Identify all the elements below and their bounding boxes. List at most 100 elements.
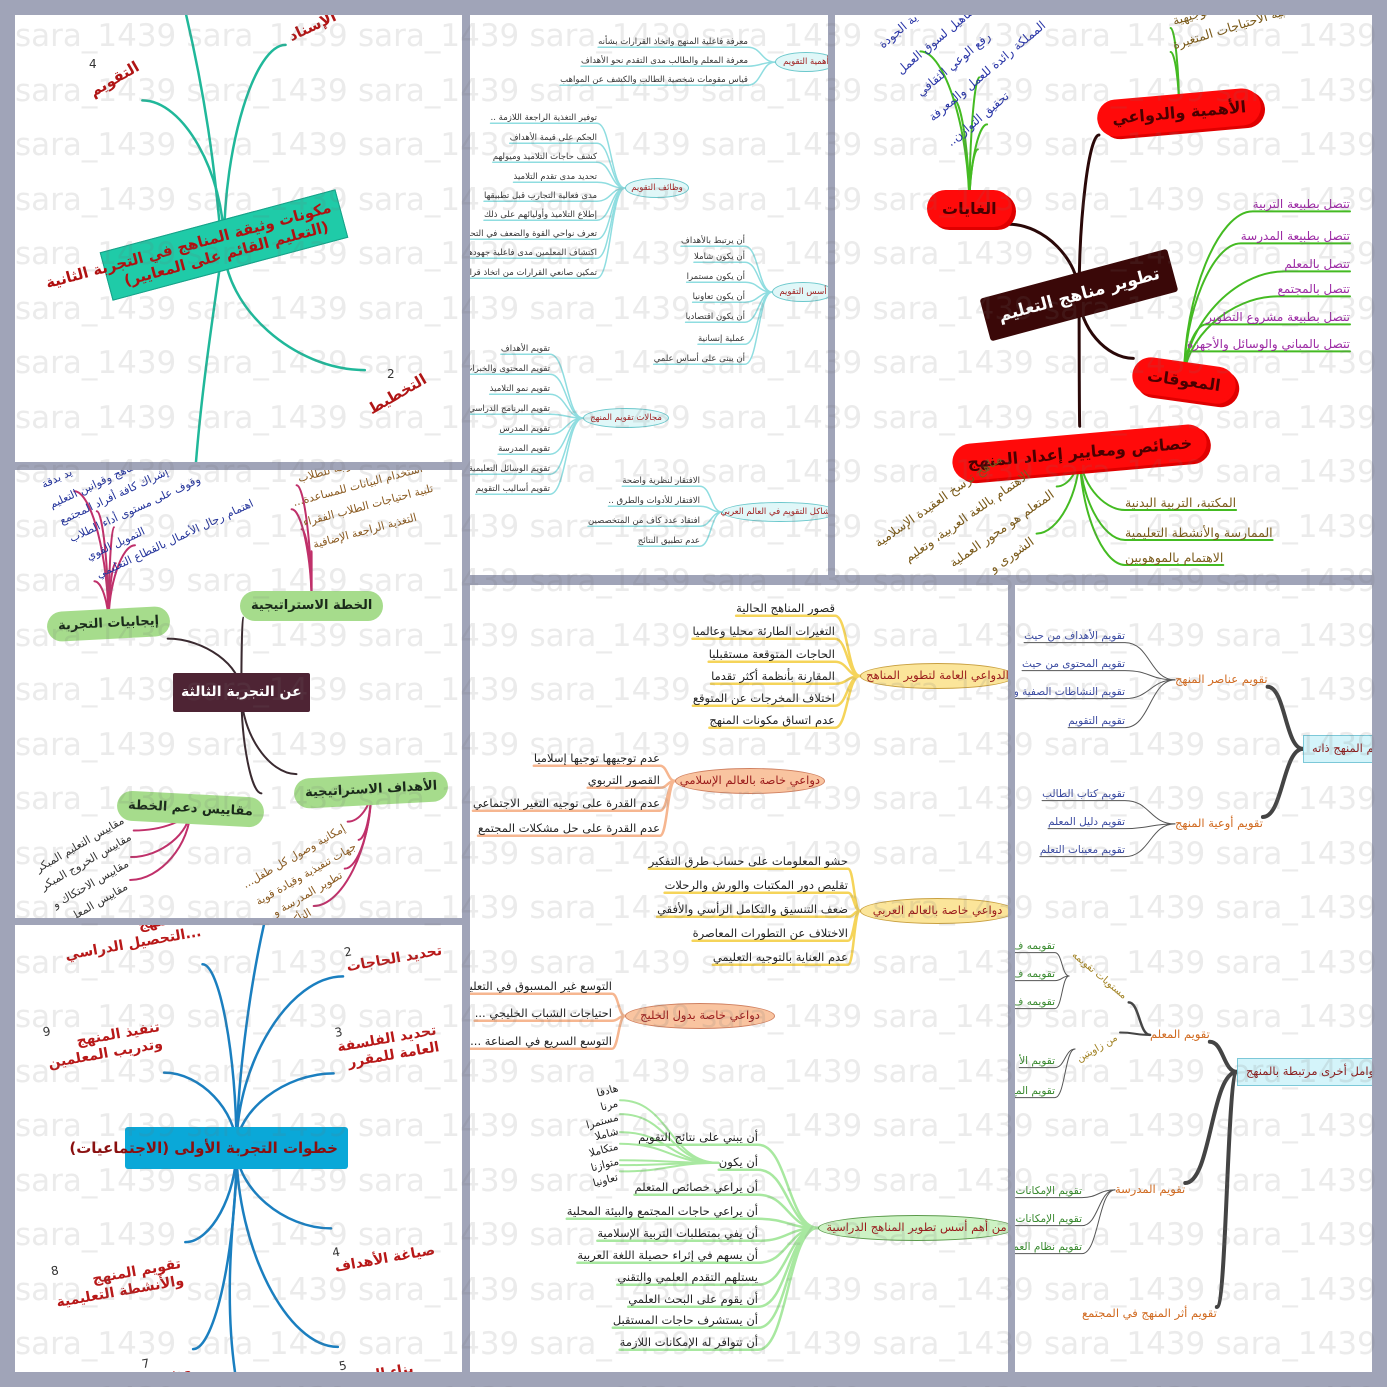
reason-item[interactable]: عدم القدرة على توجيه التغير الاجتماعي bbox=[472, 796, 660, 810]
node-evaluation-functions[interactable]: وظائف التقويم bbox=[625, 178, 689, 199]
reason-item[interactable]: ضعف التنسيق والتكامل الرأسي والأفقي bbox=[657, 902, 848, 916]
foundation-item[interactable]: أن يبنى على أساس علمي bbox=[653, 354, 745, 364]
field-item[interactable]: تقويم المدرس bbox=[499, 424, 550, 434]
foundation-item[interactable]: يستلهم التقدم العلمي والتقني bbox=[617, 1270, 758, 1284]
criteria-item[interactable]: المكتبة، التربية البدنية bbox=[1125, 495, 1237, 510]
node-islamic-world-reasons[interactable]: دواعي خاصة بالعالم الإسلامي bbox=[675, 768, 825, 794]
function-item[interactable]: تمكين صانعي القرارات من اتخاذ قرارات منا… bbox=[470, 268, 597, 278]
central-node[interactable]: خطوات التجربة الأولى (الاجتماعيات) bbox=[69, 1127, 348, 1169]
school-item[interactable]: تقويم الإمكانات bbox=[1015, 1185, 1082, 1197]
reason-item[interactable]: حشو المعلومات على حساب طرق التفكير bbox=[648, 854, 848, 868]
element-item[interactable]: تقويم الأهداف من حيث bbox=[1024, 630, 1125, 642]
node-curriculum-containers[interactable]: تقويم أوعية المنهج bbox=[1175, 816, 1263, 830]
function-item[interactable]: الحكم على قيمة الأهداف bbox=[509, 133, 597, 143]
node-impact-evaluation[interactable]: تقويم أثر المنهج في المجتمع bbox=[1082, 1306, 1217, 1320]
container-item[interactable]: تقويم معينات التعلم bbox=[1039, 844, 1125, 856]
node-curriculum-elements[interactable]: تقويم عناصر المنهج bbox=[1175, 672, 1268, 686]
element-item[interactable]: تقويم المحتوى من حيث bbox=[1022, 658, 1125, 670]
field-item[interactable]: تقويم المدرسة bbox=[498, 444, 550, 454]
node-evaluation-importance[interactable]: أهمية التقويم bbox=[775, 52, 828, 73]
node-general-reasons[interactable]: الدواعي العامة لتطوير المناهج bbox=[860, 663, 1008, 689]
function-item[interactable]: اكتشاف المعلمين مدى فاعلية جهودهم bbox=[470, 248, 597, 258]
obstacle-item[interactable]: تتصل بالمجتمع bbox=[1277, 282, 1350, 296]
reason-item[interactable]: احتياجات الشباب الخليجي ... bbox=[474, 1006, 612, 1020]
reason-item[interactable]: قصور المناهج الحالية bbox=[736, 601, 835, 615]
reason-item[interactable]: تقليص دور المكتبات والورش والرحلات bbox=[664, 878, 848, 892]
node-school-evaluation[interactable]: تقويم المدرسة bbox=[1115, 1182, 1186, 1196]
reason-item[interactable]: التوسع السريع في الصناعة ... bbox=[470, 1034, 612, 1048]
foundation-item[interactable]: أن يكون تعاونيا bbox=[692, 292, 745, 302]
foundation-item[interactable]: أن تتوافر له الإمكانات اللازمة bbox=[619, 1335, 758, 1349]
angle-item[interactable]: تقويم الأ bbox=[1019, 1055, 1055, 1067]
obstacle-item[interactable]: تتصل بالمعلم bbox=[1284, 257, 1350, 271]
field-item[interactable]: تقويم الوسائل التعليمية bbox=[470, 464, 550, 474]
obstacle-item[interactable]: تتصل بطبيعة المدرسة bbox=[1240, 229, 1350, 243]
foundation-item[interactable]: أن يكون اقتصاديا bbox=[685, 312, 745, 322]
function-item[interactable]: توفير التغذية الراجعة اللازمة .. bbox=[490, 113, 597, 123]
node-evaluation-fields[interactable]: مجالات تقويم المنهج bbox=[583, 408, 669, 429]
node-other-factors[interactable]: عوامل أخرى مرتبطة بالمنهج bbox=[1237, 1058, 1372, 1086]
reason-item[interactable]: الاختلاف عن التطورات المعاصرة bbox=[692, 926, 848, 940]
field-item[interactable]: تقويم المحتوى والخبرات bbox=[470, 364, 550, 374]
problem-item[interactable]: الافتقار لنظرية واضحة bbox=[622, 476, 700, 486]
problem-item[interactable]: الافتقار للأدوات والطرق .. bbox=[608, 496, 700, 506]
foundation-item[interactable]: أن يكون شاملا bbox=[693, 252, 745, 262]
node-gulf-reasons[interactable]: دواعي خاصة بدول الخليج bbox=[625, 1003, 775, 1029]
obstacle-item[interactable]: تتصل بالمباني والوسائل والأجهزة bbox=[1186, 337, 1350, 351]
obstacle-item[interactable]: تتصل بطبيعة التربية bbox=[1252, 197, 1350, 211]
field-item[interactable]: تقويم أساليب التقويم bbox=[475, 484, 550, 494]
function-item[interactable]: كشف حاجات التلاميذ وميولهم bbox=[492, 152, 597, 162]
criteria-item[interactable]: الممارسة والأنشطة التعليمية bbox=[1125, 525, 1273, 540]
foundation-item[interactable]: أن يفي بمتطلبات التربية الإسلامية bbox=[597, 1226, 758, 1240]
reason-item[interactable]: اختلاف المخرجات عن المتوقع bbox=[692, 691, 835, 705]
node-goals[interactable]: الغايات bbox=[930, 193, 1009, 225]
foundation-item[interactable]: أن يرتبط بالأهداف bbox=[681, 236, 745, 246]
reason-item[interactable]: القصور التربوي bbox=[587, 773, 660, 787]
angle-item[interactable]: تقويم المع bbox=[1015, 1085, 1055, 1097]
foundation-item[interactable]: أن يكون مستمرا bbox=[686, 272, 745, 282]
field-item[interactable]: تقويم نمو التلاميذ bbox=[489, 384, 550, 394]
node-arab-world-reasons[interactable]: دواعي خاصة بالعالم العربي bbox=[860, 898, 1008, 924]
reason-item[interactable]: عدم القدرة على حل مشكلات المجتمع bbox=[478, 821, 660, 835]
foundation-item[interactable]: أن يراعي حاجات المجتمع والبيئة المحلية bbox=[566, 1204, 758, 1218]
element-item[interactable]: تقويم التقويم bbox=[1068, 715, 1125, 727]
node-evaluation-problems[interactable]: مشاكل التقويم في العالم العربي bbox=[721, 502, 828, 523]
reason-item[interactable]: التغيرات الطارئة محليا وعالميا bbox=[692, 624, 836, 638]
problem-item[interactable]: عدم تطبيق النتائج bbox=[637, 536, 700, 546]
obstacle-item[interactable]: تتصل بطبيعة مشروع التطوير bbox=[1206, 310, 1350, 324]
function-item[interactable]: تعرف نواحي القوة والضعف في التحصيل bbox=[470, 229, 597, 239]
foundation-item[interactable]: أن يستشرف حاجات المستقبل bbox=[612, 1313, 758, 1327]
foundation-item[interactable]: عملية إنسانية bbox=[697, 334, 745, 344]
reason-item[interactable]: عدم توجيهها توجيها إسلاميا bbox=[533, 751, 660, 765]
reason-item[interactable]: عدم العناية بالتوجيه التعليمي bbox=[712, 950, 848, 964]
reason-item[interactable]: التوسع غير المسبوق في التعليم bbox=[470, 979, 612, 993]
node-curriculum-itself[interactable]: تقويم المنهج ذاته bbox=[1303, 735, 1372, 763]
container-item[interactable]: تقويم دليل المعلم bbox=[1048, 816, 1125, 828]
node-teacher-evaluation[interactable]: تقويم المعلم bbox=[1150, 1027, 1210, 1041]
function-item[interactable]: مدى فعالية التجارب قبل تطبيقها bbox=[484, 191, 597, 201]
foundation-item[interactable]: أن يكون bbox=[718, 1155, 758, 1169]
school-item[interactable]: تقويم الإمكانات bbox=[1015, 1213, 1082, 1225]
reason-item[interactable]: المقارنة بأنظمة أكثر تقدما bbox=[711, 669, 835, 683]
field-item[interactable]: تقويم الأهداف bbox=[500, 344, 550, 354]
importance-item[interactable]: قياس مقومات شخصية الطالب والكشف عن الموا… bbox=[560, 75, 748, 85]
foundation-item[interactable]: أن يبني على نتائج التقويم bbox=[638, 1130, 758, 1144]
reason-item[interactable]: عدم اتساق مكونات المنهج bbox=[709, 713, 835, 727]
node-development-foundations[interactable]: من أهم أسس تطوير المناهج الدراسية bbox=[818, 1215, 1008, 1241]
foundation-item[interactable]: أن يقوم على البحث العلمي bbox=[628, 1292, 758, 1306]
central-node[interactable]: عن التجربة الثالثة bbox=[173, 673, 310, 712]
reason-item[interactable]: الحاجات المتوقعة مستقبليا bbox=[708, 647, 835, 661]
function-item[interactable]: تحديد مدى تقدم التلاميذ bbox=[513, 172, 597, 182]
field-item[interactable]: تقويم البرنامج الدراسي bbox=[470, 404, 550, 414]
criteria-item[interactable]: الاهتمام بالموهوبين bbox=[1125, 550, 1224, 565]
foundation-item[interactable]: أن يراعي خصائص المتعلم bbox=[634, 1180, 759, 1194]
node-strategic-plan[interactable]: الخطة الاستراتيجية bbox=[243, 594, 381, 618]
node-evaluation-foundations[interactable]: أسس التقويم bbox=[772, 282, 828, 303]
level-item[interactable]: تقويمه ف bbox=[1015, 940, 1055, 952]
level-item[interactable]: تقويمه ف bbox=[1015, 996, 1055, 1008]
function-item[interactable]: إطلاع التلاميذ وأوليائهم على ذلك bbox=[483, 210, 597, 220]
element-item[interactable]: تقويم النشاطات الصفية و bbox=[1015, 686, 1125, 698]
school-item[interactable]: تقويم نظام العمل bbox=[1015, 1241, 1082, 1253]
level-item[interactable]: تقويمه ف bbox=[1015, 968, 1055, 980]
foundation-item[interactable]: أن يسهم في إثراء حصيلة اللغة العربية bbox=[577, 1248, 758, 1262]
